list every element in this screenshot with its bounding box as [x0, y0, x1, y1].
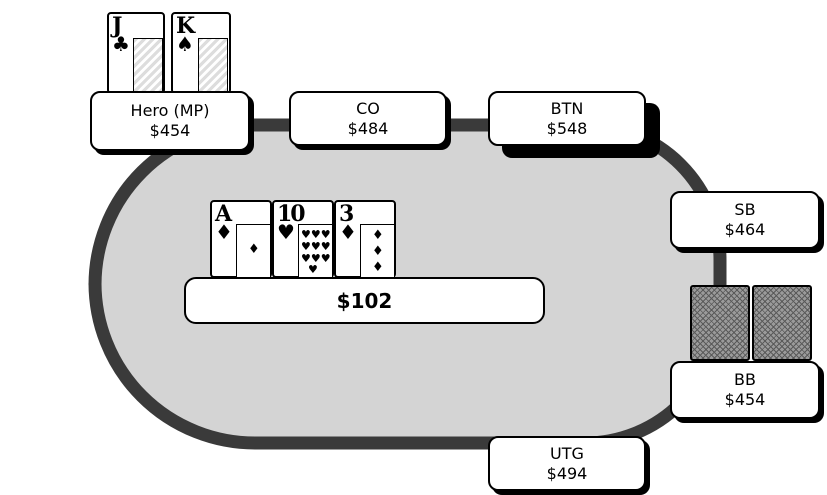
club-suit-icon: ♣: [112, 32, 130, 56]
card-back-icon: [752, 285, 812, 361]
seat-bb[interactable]: BB $454: [670, 361, 820, 419]
card-rank: A: [215, 201, 232, 227]
seat-hero[interactable]: Hero (MP) $454: [90, 91, 250, 151]
diamond-pip-icon: ♦: [372, 244, 384, 259]
seat-btn[interactable]: BTN $548: [488, 91, 646, 146]
heart-pip-icon: ♥♥♥: [301, 228, 331, 241]
card-pips: ♦ ♦ ♦: [360, 224, 395, 278]
seat-co[interactable]: CO $484: [289, 91, 447, 146]
hero-card-1: J ♣: [107, 12, 165, 94]
seat-stack: $484: [347, 118, 389, 138]
board-card-3: 3 ♦ ♦ ♦ ♦: [334, 200, 396, 278]
seat-name: UTG: [550, 443, 584, 463]
spade-suit-icon: ♠: [176, 32, 194, 56]
seat-name: SB: [734, 200, 756, 219]
seat-name: BTN: [550, 98, 584, 118]
pot-display: $102: [184, 277, 545, 324]
heart-pip-icon: ♥: [308, 263, 318, 276]
card-rank: K: [176, 13, 195, 39]
diamond-pip-icon: ♦: [372, 228, 384, 243]
diamond-suit-icon: ♦: [339, 220, 357, 244]
heart-pip-icon: ♥♥♥: [301, 240, 331, 253]
board-card-1: A ♦ ♦: [210, 200, 272, 278]
board-card-2: 10 ♥ ♥♥♥ ♥♥♥ ♥♥♥ ♥: [272, 200, 334, 278]
card-pips: ♥♥♥ ♥♥♥ ♥♥♥ ♥: [298, 224, 333, 278]
hero-card-2: K ♠: [171, 12, 231, 94]
diamond-suit-icon: ♦: [215, 220, 233, 244]
diamond-pip-icon: ♦: [372, 260, 384, 275]
seat-name: BB: [734, 370, 756, 389]
heart-pip-icon: ♥♥♥: [301, 252, 331, 265]
diamond-pip-icon: ♦: [248, 242, 260, 257]
seat-utg[interactable]: UTG $494: [488, 436, 646, 491]
card-rank: J: [112, 13, 123, 39]
card-rank: 10: [277, 201, 306, 227]
seat-sb[interactable]: SB $464: [670, 191, 820, 249]
card-back-icon: [690, 285, 750, 361]
jack-face-icon: [133, 38, 163, 92]
king-face-icon: [198, 38, 228, 92]
seat-stack: $454: [724, 390, 766, 409]
heart-suit-icon: ♥: [277, 220, 295, 244]
seat-name: CO: [356, 98, 380, 118]
card-pips: ♦: [236, 224, 271, 278]
seat-stack: $548: [546, 118, 588, 138]
seat-stack: $464: [724, 220, 766, 239]
seat-stack: $454: [149, 121, 191, 140]
seat-stack: $494: [546, 463, 588, 483]
seat-name: Hero (MP): [130, 101, 210, 120]
card-rank: 3: [339, 201, 354, 227]
